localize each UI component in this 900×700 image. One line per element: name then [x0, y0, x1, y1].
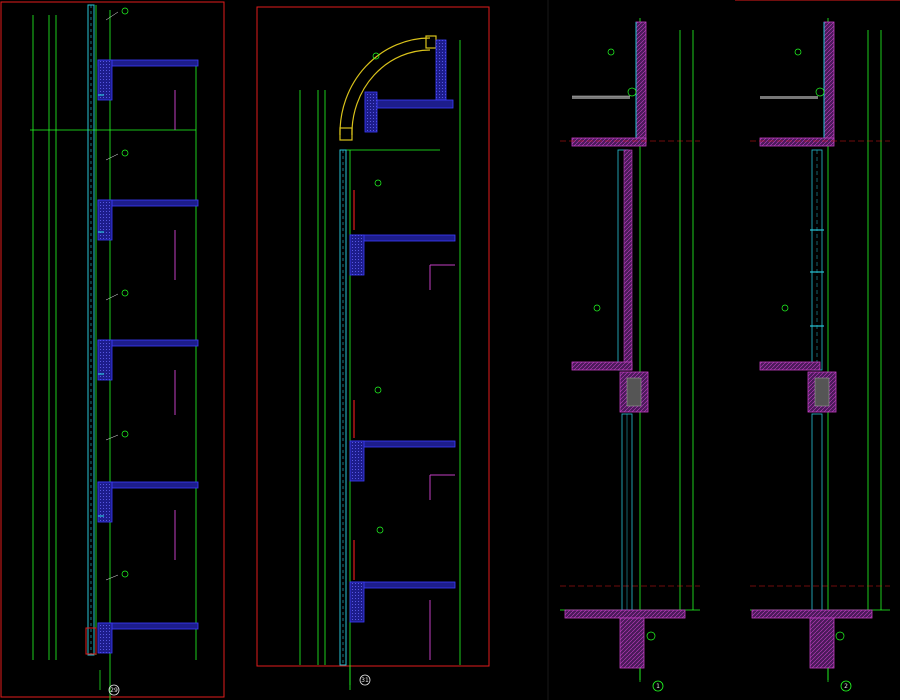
section-d-callouts	[781, 48, 845, 641]
section-b-glass	[339, 149, 347, 666]
section-b-frame	[256, 6, 490, 667]
section-d-dimensions	[750, 18, 890, 680]
section-d-drawing: 2	[750, 18, 890, 692]
section-b-index-bubble: 31	[349, 665, 371, 686]
section-b-callouts	[372, 52, 384, 534]
section-a-callouts	[105, 7, 129, 581]
section-c-index-bubble: 1	[639, 668, 664, 692]
section-d-index-label: 2	[844, 683, 848, 690]
section-b-drawing: 31	[256, 6, 490, 690]
section-c-index-label: 1	[656, 683, 660, 690]
section-a-index-bubble: 29	[99, 670, 120, 696]
section-c-drawing: 1	[560, 18, 700, 692]
section-a-frame	[0, 1, 225, 698]
section-b-slabs	[349, 234, 456, 623]
section-a-dimensions	[30, 10, 197, 700]
section-b-index-label: 31	[361, 677, 369, 684]
section-a-slabs	[97, 59, 199, 654]
section-b-arch	[339, 35, 437, 141]
section-d-index-bubble: 2	[827, 668, 852, 692]
section-b-dimensions	[299, 40, 461, 690]
section-c-callouts	[593, 48, 656, 641]
section-a-index-label: 29	[110, 687, 118, 694]
section-a-drawing: 29	[0, 1, 225, 700]
